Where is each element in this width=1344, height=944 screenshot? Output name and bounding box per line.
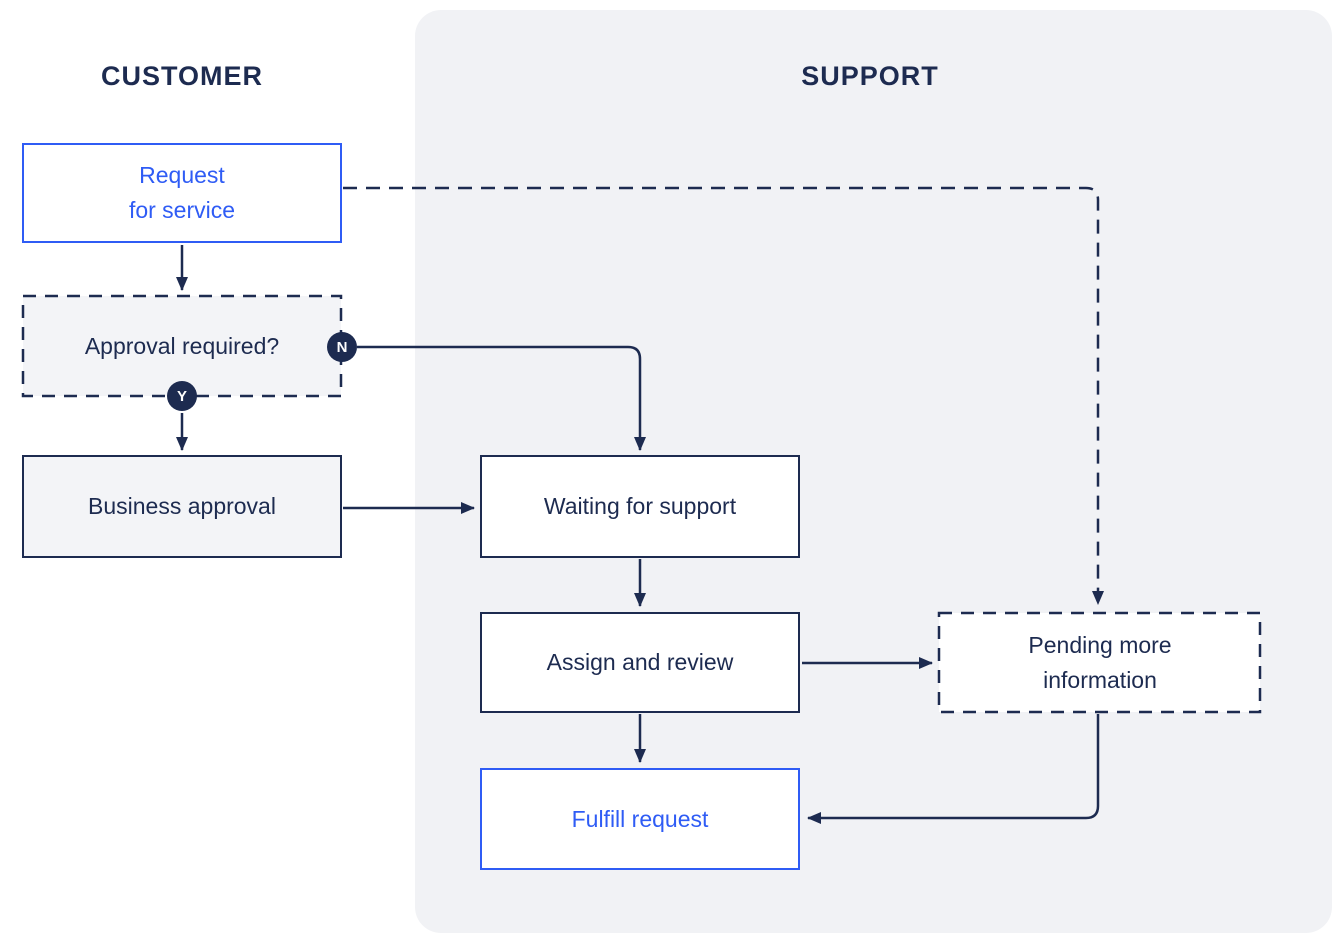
node-label: Assign and review <box>546 649 734 675</box>
node-label: for service <box>128 197 236 223</box>
node-business-approval: Business approval <box>22 455 342 558</box>
pending-box-outline <box>937 611 1262 714</box>
badge-yes: Y <box>167 381 197 411</box>
edge-approval-no-to-waiting <box>357 345 646 451</box>
node-label: Business approval <box>88 493 276 519</box>
node-label: Request <box>139 162 225 188</box>
edge-request-to-pending-dashed <box>343 186 1104 605</box>
node-label: Waiting for support <box>543 493 737 519</box>
lane-header-support: SUPPORT <box>801 61 939 91</box>
node-approval-required: Approval required? <box>22 296 342 396</box>
edge-pending-to-fulfill <box>807 714 1100 824</box>
node-fulfill-request: Fulfill request <box>480 768 800 870</box>
node-label: Fulfill request <box>571 805 709 832</box>
lane-header-customer: CUSTOMER <box>100 61 263 91</box>
node-waiting-for-support: Waiting for support <box>480 455 800 558</box>
node-label: Approval required? <box>84 332 280 359</box>
node-request-for-service: Request for service <box>22 143 342 243</box>
badge-no: N <box>327 332 357 362</box>
node-label: information <box>1043 666 1157 693</box>
node-pending-more-information: Pending more information <box>938 612 1262 713</box>
node-assign-and-review: Assign and review <box>480 612 800 713</box>
node-label: Pending more <box>1028 631 1172 658</box>
